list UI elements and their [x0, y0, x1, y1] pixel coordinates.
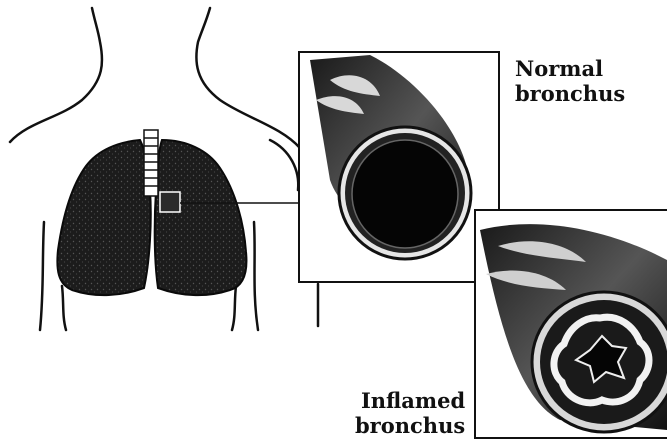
normal-label-line1: Normal [515, 56, 625, 81]
inflamed-bronchus-label: Inflamed bronchus [355, 388, 465, 438]
neck-left-line [10, 8, 102, 142]
waist-left-line [62, 286, 66, 330]
lung-left [57, 140, 150, 295]
lung-right [155, 140, 247, 295]
normal-bronchus-label: Normal bronchus [515, 56, 625, 106]
zoom-region-box [160, 192, 180, 212]
neck-right-line [196, 8, 300, 148]
waist-right-line [232, 286, 236, 330]
inflamed-bronchus-inset [475, 210, 667, 438]
lungs [57, 130, 299, 295]
inflamed-label-line2: bronchus [355, 413, 465, 438]
inflamed-label-line1: Inflamed [355, 388, 465, 413]
arm-right-edge [270, 140, 298, 190]
normal-bronchus-inset [299, 52, 499, 282]
arm-right-line [254, 222, 258, 330]
arm-left-line [40, 222, 44, 330]
normal-label-line2: bronchus [515, 81, 625, 106]
normal-bronchus-lumen [352, 140, 458, 248]
